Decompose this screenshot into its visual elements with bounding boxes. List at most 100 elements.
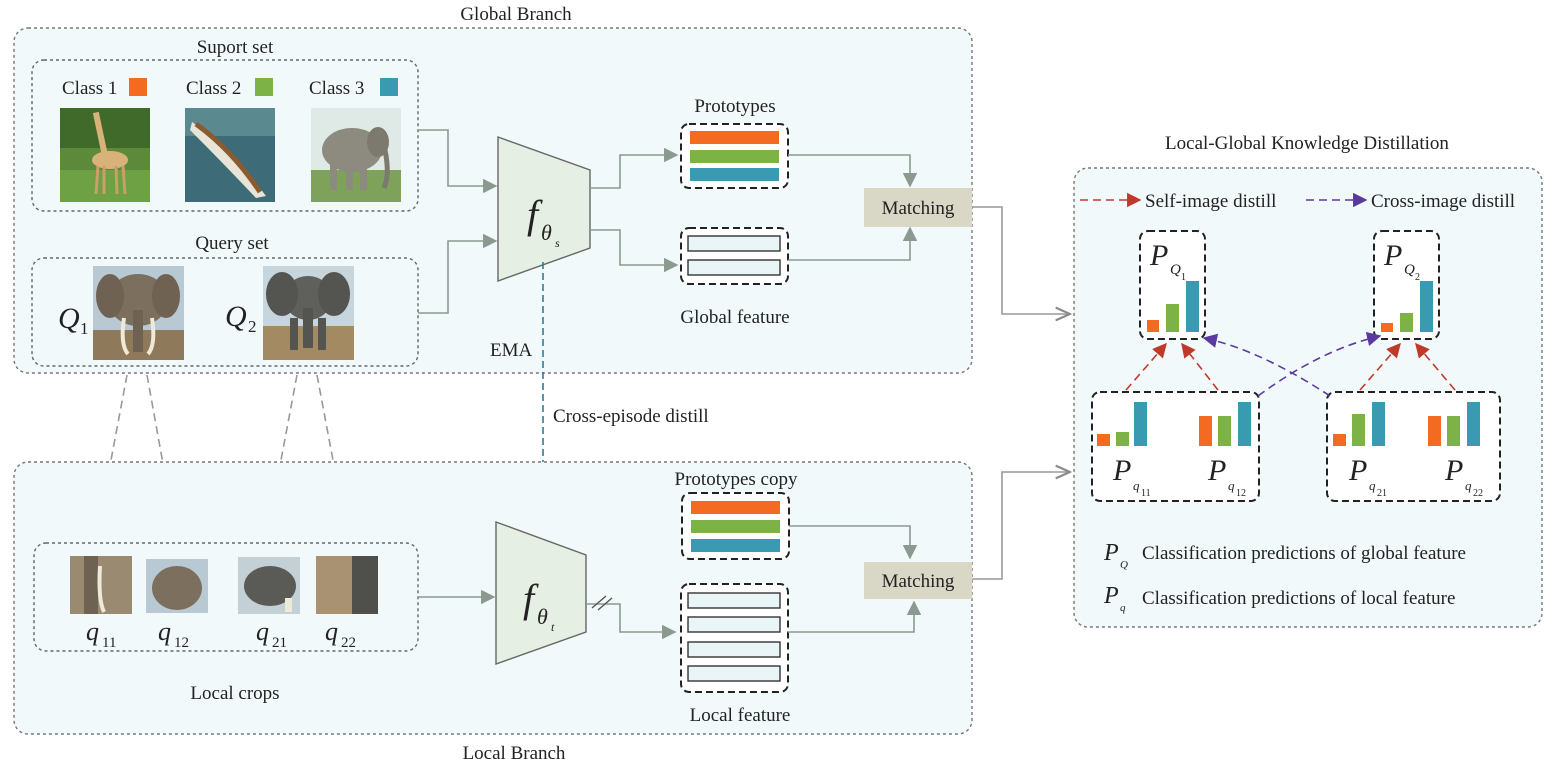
pred-symbol: P: [1383, 239, 1402, 272]
pred-subscript: Q: [1170, 262, 1181, 278]
crop-q12: q 12: [158, 617, 189, 651]
global-matching-to-distill-arrow: [972, 206, 1070, 314]
prototypes-copy-label: Prototypes copy: [675, 469, 798, 490]
crop-q21: q 21: [256, 617, 287, 651]
crop-q22: q 22: [325, 617, 356, 651]
local-pred-group-2: [1326, 391, 1501, 502]
local-feature-to-matching-arrow: [788, 600, 922, 633]
global-pred-q2: P Q 2: [1373, 230, 1440, 340]
query-q2: Q 2: [225, 300, 257, 336]
local-branch-title: Local Branch: [463, 743, 566, 764]
prototypes-label: Prototypes: [694, 96, 775, 117]
pred-symbol: P: [1348, 454, 1367, 487]
crop-letter: q: [158, 617, 171, 646]
pred-subscript: q: [1133, 478, 1140, 493]
crop-subscript: 22: [341, 635, 356, 651]
cross-episode-label: Cross-episode distill: [553, 406, 709, 427]
crop-image-2: [146, 559, 208, 613]
query-letter: Q: [225, 300, 247, 333]
global-feature-label: Global feature: [680, 307, 789, 328]
global-branch-title: Global Branch: [460, 4, 572, 25]
local-feature-stack: [680, 583, 789, 693]
prototypes-copy-stack: [681, 492, 790, 560]
crop-letter: q: [86, 617, 99, 646]
self-distill-arrows: [1125, 342, 1456, 391]
local-pred-q12: P q 12: [1207, 454, 1246, 499]
class-3: Class 3: [309, 78, 398, 99]
support-set-box: [31, 59, 419, 212]
query-subscript: 1: [80, 319, 89, 338]
legend-symbol: P: [1103, 540, 1119, 566]
local-pred-group-1: [1091, 391, 1260, 502]
crop-image-1: [70, 556, 132, 614]
crop-q11: q 11: [86, 617, 116, 651]
elephant-image: [311, 108, 401, 202]
legend-global: P Q Classification predictions of global…: [1103, 540, 1466, 571]
crop-image-4: [316, 556, 378, 614]
pred-subsubscript: 11: [1141, 488, 1151, 499]
pred-subsubscript: 12: [1236, 488, 1246, 499]
distillation-title: Local-Global Knowledge Distillation: [1165, 133, 1449, 154]
prototypes-stack: [680, 123, 789, 189]
legend-text: Classification predictions of local feat…: [1142, 588, 1455, 609]
query-image-2: [263, 266, 354, 360]
support-set-title: Suport set: [197, 37, 274, 58]
local-pred-q22: P q 22: [1444, 454, 1483, 499]
pred-subscript: q: [1465, 478, 1472, 493]
encoder-to-prototypes-arrow: [590, 147, 679, 189]
local-crops-label: Local crops: [190, 683, 279, 704]
pred-subscript: Q: [1404, 262, 1415, 278]
global-pred-q1: P Q 1: [1139, 230, 1206, 340]
self-distill-legend: Self-image distill: [1080, 191, 1276, 212]
legend-text: Classification predictions of global fea…: [1142, 543, 1466, 564]
matching-label: Matching: [882, 571, 955, 592]
local-feature-label: Local feature: [690, 705, 791, 726]
global-matching-box: Matching: [864, 188, 972, 227]
legend-local: P q Classification predictions of local …: [1103, 583, 1455, 614]
matching-label: Matching: [882, 198, 955, 219]
pred-subscript: q: [1369, 478, 1376, 493]
crop-subscript: 21: [272, 635, 287, 651]
global-encoder: f θ s: [497, 136, 591, 282]
crop-letter: q: [325, 617, 338, 646]
class-2: Class 2: [186, 78, 273, 99]
local-encoder: f θ t: [495, 520, 587, 665]
global-feature-stack: [680, 227, 789, 285]
class-color-swatch: [129, 78, 147, 96]
query-letter: Q: [58, 302, 80, 335]
class-label: Class 1: [62, 78, 117, 99]
local-pred-q11: P q 11: [1112, 454, 1151, 499]
encoder-subscript: θ: [537, 604, 548, 629]
query-q1: Q 1: [58, 302, 89, 338]
class-1: Class 1: [62, 78, 147, 99]
pred-subsubscript: 21: [1377, 488, 1387, 499]
cross-distill-legend: Cross-image distill: [1306, 191, 1515, 212]
crop-subscript: 11: [102, 635, 116, 651]
ema-label: EMA: [490, 340, 533, 361]
legend-symbol: P: [1103, 583, 1119, 609]
pred-symbol: P: [1207, 454, 1226, 487]
boat-image: [185, 108, 275, 202]
feature-to-matching-arrow: [788, 226, 918, 261]
encoder-subsubscript: s: [555, 236, 560, 250]
legend-subscript: Q: [1120, 559, 1128, 571]
local-pred-q21: P q 21: [1348, 454, 1387, 499]
pred-subsubscript: 2: [1415, 272, 1420, 283]
self-distill-label: Self-image distill: [1145, 191, 1276, 212]
cross-distill-label: Cross-image distill: [1371, 191, 1515, 212]
local-matching-to-distill-arrow: [972, 472, 1070, 580]
query-set-title: Query set: [195, 233, 269, 254]
query-to-encoder-arrow: [418, 233, 498, 314]
support-to-encoder-arrow: [418, 129, 498, 194]
prototypes-to-matching-arrow: [788, 154, 918, 188]
encoder-to-feature-arrow: [590, 229, 679, 273]
class-color-swatch: [255, 78, 273, 96]
cross-distill-arrows: [1202, 331, 1382, 397]
crop-letter: q: [256, 617, 269, 646]
crop-image-3: [238, 557, 300, 614]
pred-subsubscript: 1: [1181, 272, 1186, 283]
class-label: Class 2: [186, 78, 241, 99]
encoder-subscript: θ: [541, 220, 552, 245]
prototypes-copy-to-matching-arrow: [789, 525, 918, 560]
pred-subscript: q: [1228, 478, 1235, 493]
